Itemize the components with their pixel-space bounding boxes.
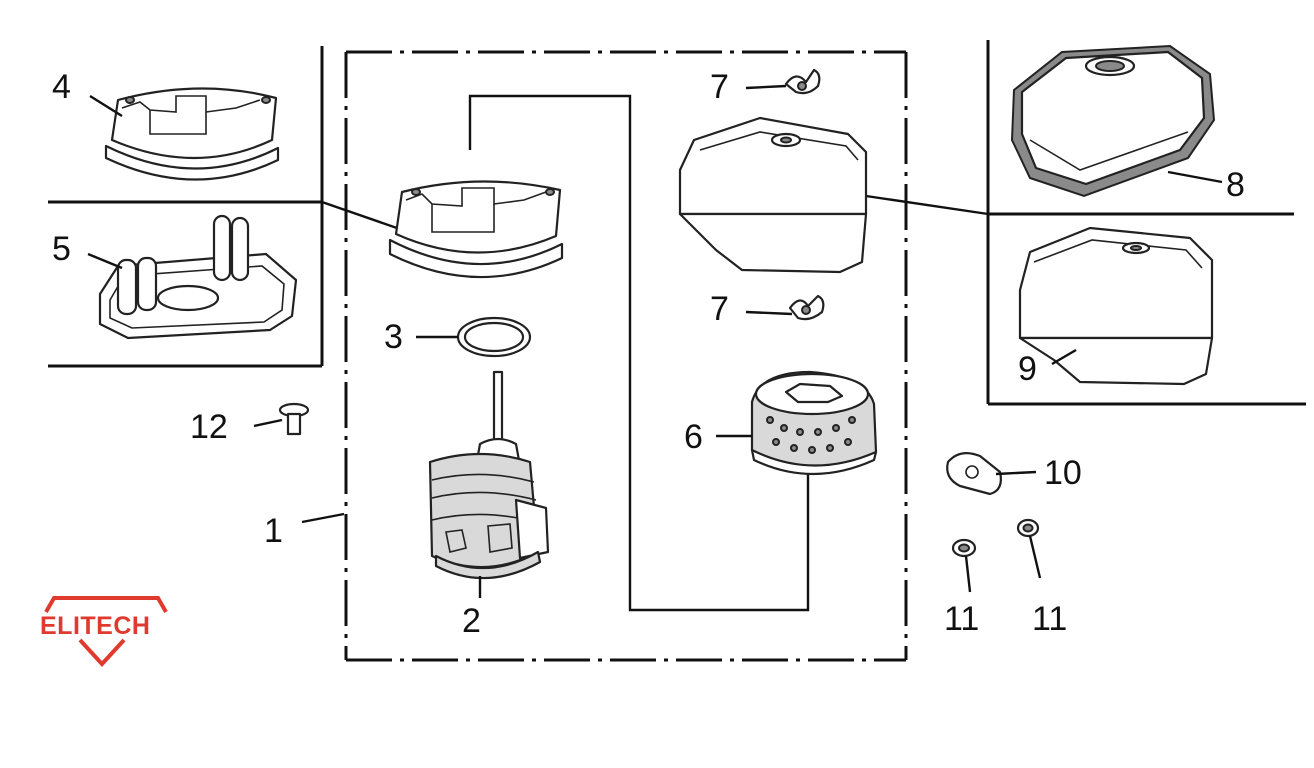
label-part-8: 8 [1226,166,1245,204]
part-4-filter-cup [104,87,280,181]
label-part-5: 5 [52,230,71,268]
part-3-gasket-ring [456,316,532,358]
label-part-10: 10 [1044,454,1082,492]
label-part-4: 4 [52,68,71,106]
part-9-cover [1018,226,1214,386]
label-part-6: 6 [684,418,703,456]
assembly-box [344,50,908,662]
part-8-top-cover [1010,44,1216,198]
part-11-nut-right [1016,518,1040,538]
label-part-7-bottom: 7 [710,290,729,328]
part-7-wing-nut-top [784,68,821,95]
filter-cup-inner [388,180,564,279]
elitech-logo: ELITECH [40,596,168,667]
part-number-labels: 4 5 3 2 1 7 7 6 8 9 10 11 11 12 [52,68,1245,640]
part-5-base-plate [98,214,298,340]
leader-lines [87,84,1223,598]
label-part-12: 12 [190,408,228,446]
part-12-bolt [278,402,310,436]
label-part-7-top: 7 [710,68,729,106]
part-2-filter-body [428,370,550,580]
part-11-nut-left [951,538,977,558]
label-part-11-left: 11 [944,600,979,638]
label-part-3: 3 [384,318,403,356]
part-6-oval-filter [750,370,878,476]
label-part-2: 2 [462,602,481,640]
label-part-1: 1 [264,512,283,550]
air-filter-cover-inner [678,116,868,274]
part-10-gasket [946,451,1002,496]
logo-text: ELITECH [40,612,150,640]
part-7-wing-nut-bottom [788,294,825,321]
label-part-9: 9 [1018,350,1037,388]
label-part-11-right: 11 [1032,600,1067,638]
